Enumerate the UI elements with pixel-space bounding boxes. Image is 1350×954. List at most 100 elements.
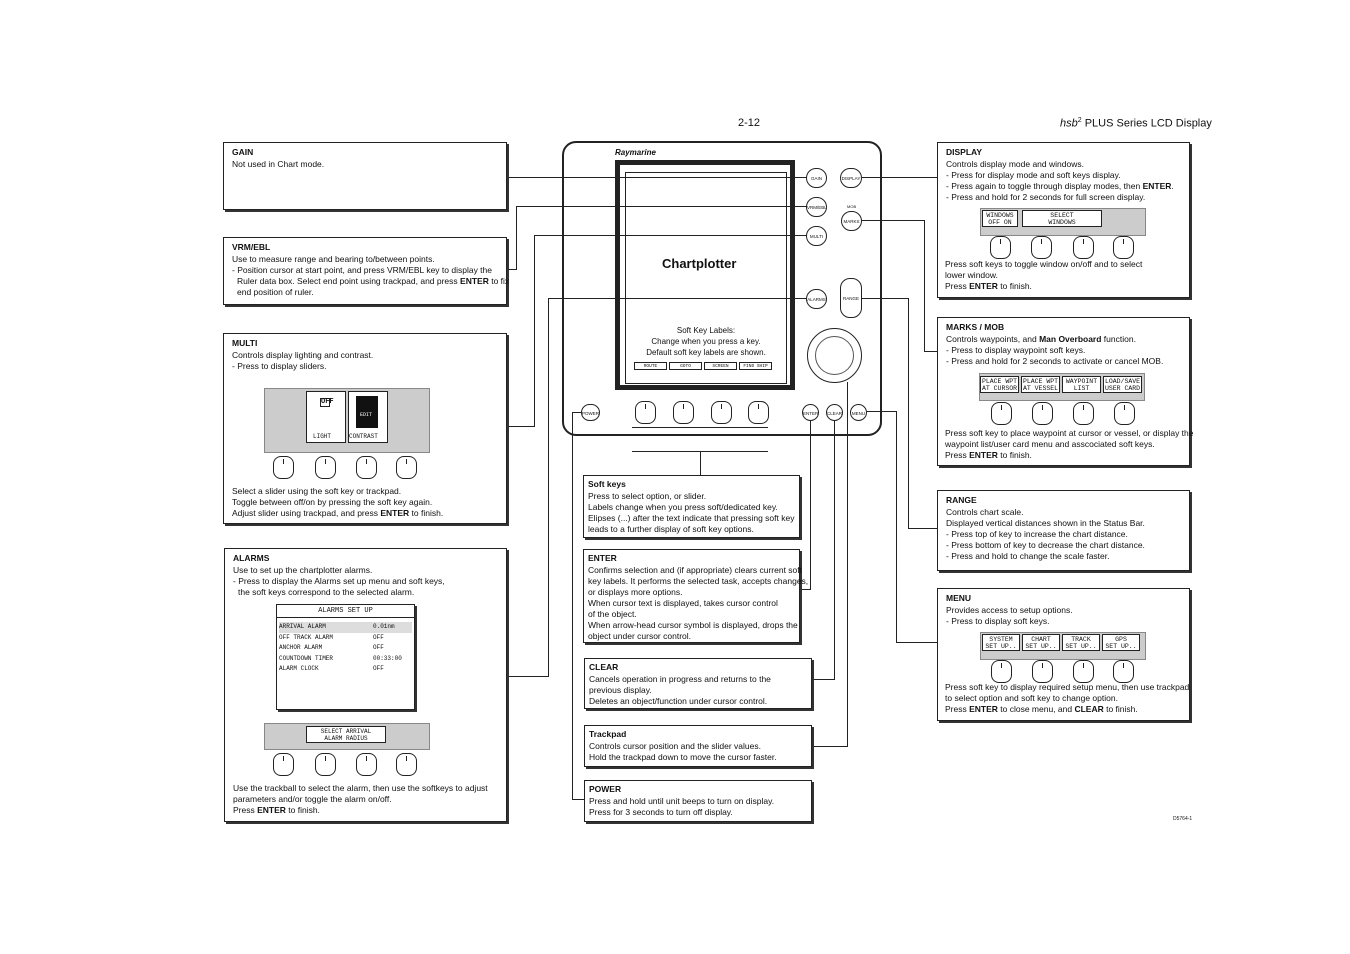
leader-range [862,298,908,299]
softkeys-box: Soft keys Press to select option, or sli… [583,475,800,538]
screen-bezel [615,160,795,390]
vrm-ebl-button[interactable]: VRM/EBL [806,197,827,217]
multi-footer: Select a slider using the soft key or tr… [232,486,444,518]
trackpad[interactable] [807,328,862,383]
screen-softkey-label: FIND SHIP [739,362,772,370]
slider-off-indicator: OFF [320,398,334,407]
leader-multi [534,235,535,427]
alarms-button[interactable]: ALARMS [806,289,827,309]
menu-softkey-2[interactable] [1032,660,1053,683]
leader-vrm [506,269,516,270]
device-softkey-4[interactable] [748,401,769,424]
leader-power [572,799,584,800]
product-title: hsb2 PLUS Series LCD Display [1060,117,1212,130]
clear-box: CLEAR Cancels operation in progress and … [584,658,812,709]
leader-alarms [506,676,548,677]
alarms-softkey-4[interactable] [396,753,417,776]
slider-edit-indicator: EDIT [360,412,373,418]
leader-trackpad [812,746,847,747]
clear-button[interactable]: CLEAR [826,404,843,421]
multi-button[interactable]: MULTI [806,226,827,246]
screen [625,172,787,384]
screen-title: Chartplotter [662,256,737,271]
leader-display [862,177,938,178]
marks-softkey-2[interactable] [1032,402,1053,425]
leader-enter [810,420,811,590]
leader-range [908,528,938,529]
device-softkey-3[interactable] [711,401,732,424]
light-label: LIGHT [313,433,332,440]
leader-menu [896,411,897,643]
alarms-softkey-2[interactable] [315,753,336,776]
marks-softkey-1[interactable] [991,402,1012,425]
leader-menu [896,642,938,643]
multi-softkey-3[interactable] [356,456,377,479]
display-softkey-3[interactable] [1073,236,1094,259]
display-softkey-4[interactable] [1113,236,1134,259]
marks-softkey-4[interactable] [1114,402,1135,425]
leader-softkeys [632,451,768,452]
leader-alarms [548,298,807,299]
enter-button[interactable]: ENTER [802,404,819,421]
brand-logo: Raymarine [615,148,656,157]
device-softkey-1[interactable] [635,401,656,424]
leader-menu [867,411,896,412]
menu-button[interactable]: MENU [850,404,867,421]
device-softkey-2[interactable] [673,401,694,424]
menu-softkey-1[interactable] [991,660,1012,683]
display-button[interactable]: DISPLAY [840,168,862,188]
enter-box: ENTER Confirms selection and (if appropr… [583,549,808,643]
sliders-panel [264,388,430,453]
leader-multi [534,235,807,236]
marks-softkey-3[interactable] [1073,402,1094,425]
leader-softkeys [700,451,701,476]
power-button[interactable]: POWER [581,404,600,421]
multi-softkey-2[interactable] [315,456,336,479]
menu-softkey-4[interactable] [1113,660,1134,683]
gain-button[interactable]: GAIN [806,168,827,188]
mob-label: MOB [847,204,857,209]
display-softkey-1[interactable] [990,236,1011,259]
vrm-ebl-box: VRM/EBL Use to measure range and bearing… [223,237,509,305]
screen-softkey-label: SCREEN [704,362,737,370]
marks-footer: Press soft key to place waypoint at curs… [945,428,1194,460]
contrast-slider[interactable]: EDIT CONTRAST [348,391,388,443]
menu-softkey-3[interactable] [1073,660,1094,683]
alarms-softkey-3[interactable] [356,753,377,776]
range-button[interactable]: RANGE [840,278,862,318]
screen-softkey-label: GOTO [669,362,702,370]
alarms-softkey-1[interactable] [273,753,294,776]
multi-softkey-4[interactable] [396,456,417,479]
marks-button[interactable]: MARKS [841,211,862,231]
leader-range [908,298,909,529]
light-slider[interactable]: OFF LIGHT [306,391,346,443]
leader-marks [924,351,938,352]
display-softkey-2[interactable] [1031,236,1052,259]
leader-alarms [548,298,549,677]
leader-vrm [516,206,517,270]
leader-power [572,412,573,800]
leader-clear [812,679,834,680]
screen-notes: Soft Key Labels:Change when you press a … [646,326,766,357]
alarms-panel-title: ALARMS SET UP [277,607,414,618]
leader-softkeys [632,427,768,428]
gain-box: GAIN Not used in Chart mode. [223,142,507,210]
figure-code: D5764-1 [1173,816,1193,822]
page-number: 2-12 [738,117,761,129]
multi-softkey-1[interactable] [273,456,294,479]
